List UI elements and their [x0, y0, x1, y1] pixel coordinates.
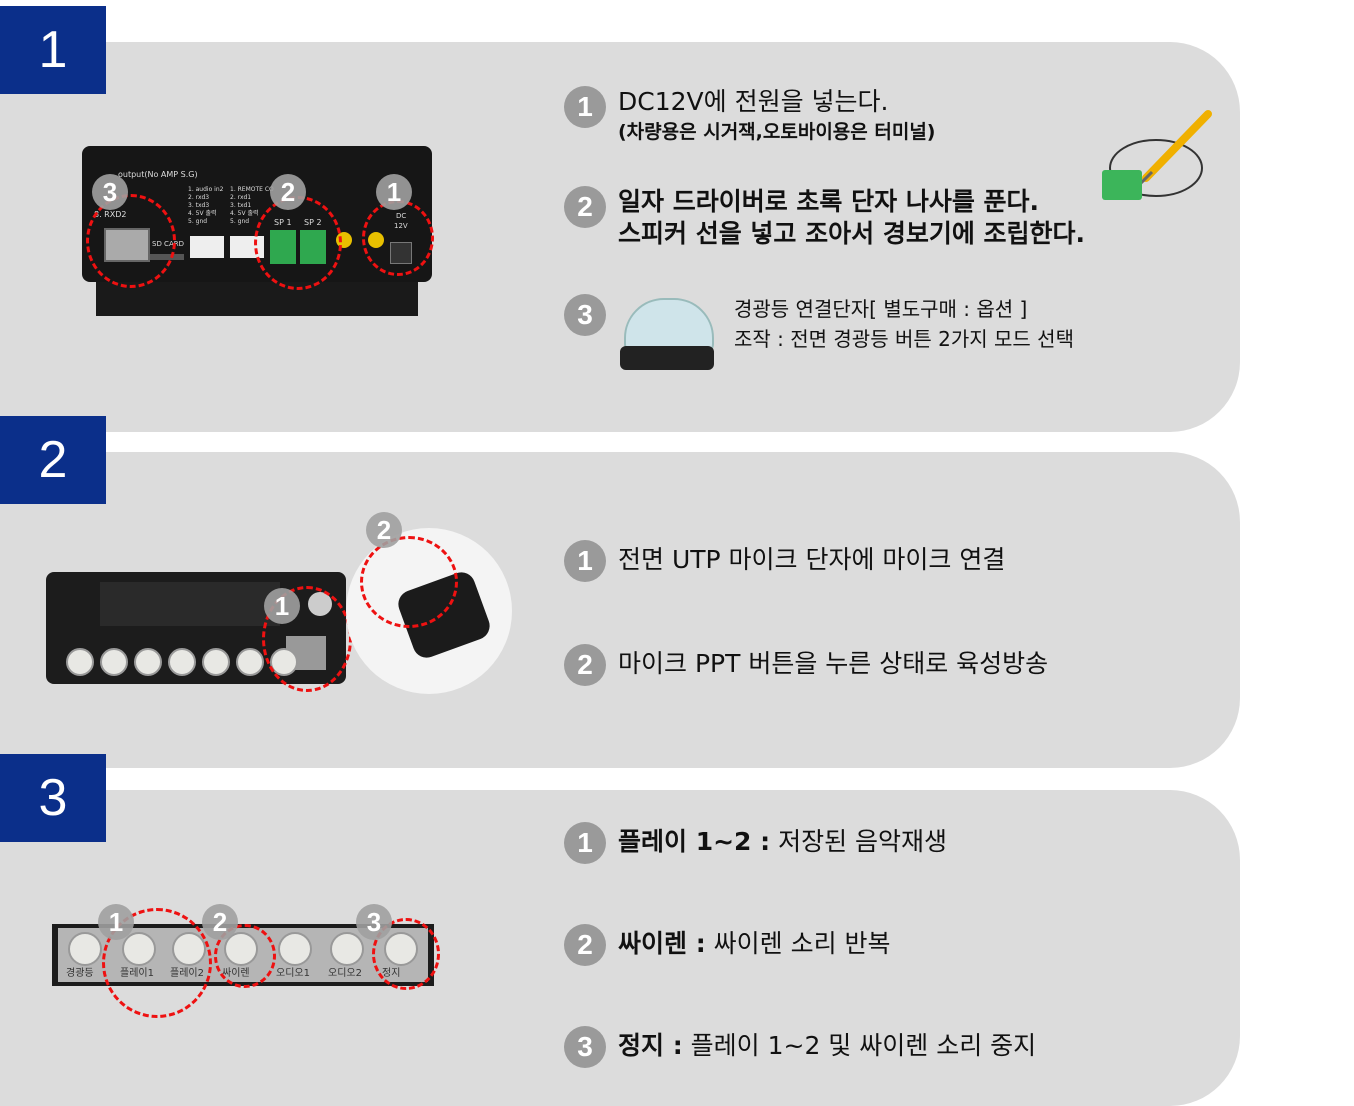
s1-item-2: 2 일자 드라이버로 초록 단자 나사를 푼다. 스피커 선을 넣고 조아서 경…: [564, 186, 1085, 250]
badge-1: 1: [376, 174, 412, 210]
highlight-circle-2: [254, 196, 342, 290]
highlight-ptt: [360, 536, 458, 628]
connector-a: [190, 236, 224, 258]
highlight-circle-3: [86, 194, 176, 288]
s3-item-3-rest: 플레이 1~2 및 싸이렌 소리 중지: [682, 1031, 1037, 1060]
s3-item-1-rest: 저장된 음악재생: [770, 827, 948, 856]
step-number: 2: [564, 644, 606, 686]
section-1-tag: 1: [0, 6, 106, 94]
s1-item-3-line2: 조작 : 전면 경광등 버튼 2가지 모드 선택: [734, 327, 1074, 351]
badge-2: 2: [202, 904, 238, 940]
step-number: 3: [564, 1026, 606, 1068]
s1-item-1-line1: DC12V에 전원을 넣는다.: [618, 87, 889, 116]
badge-3: 3: [92, 174, 128, 210]
step-number: 2: [564, 924, 606, 966]
section-3-tag: 3: [0, 754, 106, 842]
strip-button-label: 오디오1: [276, 968, 310, 979]
highlight-siren: [214, 924, 276, 988]
step-number: 1: [564, 822, 606, 864]
badge-2: 2: [270, 174, 306, 210]
highlight-play: [102, 908, 212, 1018]
s1-item-2-line1: 일자 드라이버로 초록 단자 나사를 푼다.: [618, 187, 1040, 216]
output-label: output(No AMP S.G): [118, 170, 198, 179]
highlight-circle-1: [362, 200, 434, 276]
s1-item-2-line2: 스피커 선을 넣고 조아서 경보기에 조립한다.: [618, 219, 1086, 248]
s1-item-3: 3 경광등 연결단자[ 별도구매 : 옵션 ] 조작 : 전면 경광등 버튼 2…: [564, 294, 1074, 374]
s1-item-1: 1 DC12V에 전원을 넣는다. (차량용은 시거잭,오토바이용은 터미널): [564, 86, 936, 146]
s1-item-1-line2: (차량용은 시거잭,오토바이용은 터미널): [618, 121, 936, 143]
strip-button-label: 오디오2: [328, 968, 362, 979]
s3-item-2-rest: 싸이렌 소리 반복: [705, 929, 891, 958]
screwdriver-icon: [1096, 108, 1216, 208]
step-number: 2: [564, 186, 606, 228]
highlight-stop: [372, 918, 440, 990]
audio-pin-list: 1. audio in2 2. rxd3 3. txd3 4. 5V 출력 5.…: [188, 186, 224, 225]
s2-item-2-text: 마이크 PPT 버튼을 누른 상태로 육성방송: [618, 649, 1049, 678]
remote-pin-list: 1. REMOTE CO 2. rxd1 3. txd1 4. 5V 출력 5.…: [230, 186, 274, 225]
s1-item-3-line1: 경광등 연결단자[ 별도구매 : 옵션 ]: [734, 297, 1028, 321]
s2-item-1: 1 전면 UTP 마이크 단자에 마이크 연결: [564, 540, 1005, 582]
badge-1: 1: [264, 588, 300, 624]
s3-item-3-bold: 정지 :: [618, 1031, 683, 1060]
strip-button: [278, 932, 312, 966]
s3-item-3: 3 정지 : 플레이 1~2 및 싸이렌 소리 중지: [564, 1026, 1036, 1068]
s2-item-2: 2 마이크 PPT 버튼을 누른 상태로 육성방송: [564, 644, 1048, 686]
s3-item-2-bold: 싸이렌 :: [618, 929, 706, 958]
s2-item-1-text: 전면 UTP 마이크 단자에 마이크 연결: [618, 545, 1006, 574]
s3-item-1: 1 플레이 1~2 : 저장된 음악재생: [564, 822, 947, 864]
s3-item-2: 2 싸이렌 : 싸이렌 소리 반복: [564, 924, 891, 966]
badge-1: 1: [98, 904, 134, 940]
step-number: 1: [564, 540, 606, 582]
strip-button: [330, 932, 364, 966]
display-window: [100, 582, 280, 626]
strip-button-label: 경광등: [66, 968, 94, 979]
badge-2: 2: [366, 512, 402, 548]
beacon-light-image: [618, 294, 718, 374]
step-number: 1: [564, 86, 606, 128]
badge-3: 3: [356, 904, 392, 940]
strip-button: [68, 932, 102, 966]
section-2-tag: 2: [0, 416, 106, 504]
s3-item-1-bold: 플레이 1~2 :: [618, 827, 771, 856]
step-number: 3: [564, 294, 606, 336]
